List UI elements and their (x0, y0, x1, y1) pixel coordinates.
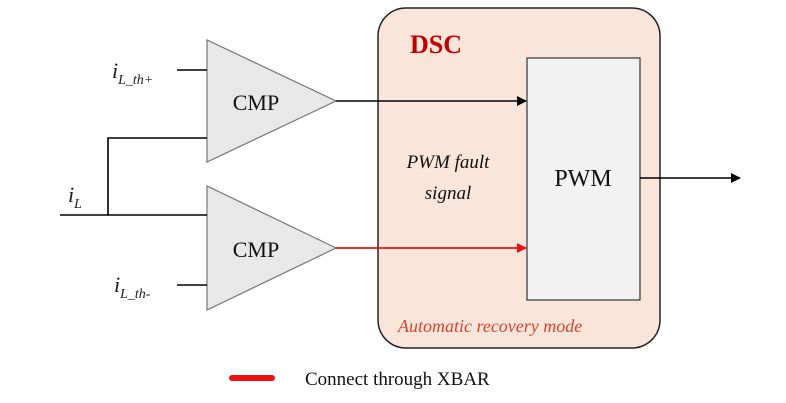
comparator-lower (206, 185, 338, 311)
upper-threshold-label: iL_th+ (112, 58, 153, 88)
pwm-fault-signal-line1: PWM fault (406, 152, 491, 173)
comparator-lower-label: CMP (233, 237, 279, 262)
automatic-recovery-mode-label: Automatic recovery mode (397, 316, 582, 336)
pwm-label: PWM (554, 166, 611, 192)
pwm-block (526, 57, 641, 301)
current-label: iL (68, 182, 82, 212)
comparator-upper-label: CMP (233, 90, 279, 115)
lower-threshold-label: iL_th- (114, 272, 151, 302)
pwm-fault-signal-line2: signal (425, 183, 471, 204)
current-feedback-wire (107, 137, 207, 216)
comparator-upper (206, 39, 338, 163)
legend-xbar-label: Connect through XBAR (305, 369, 490, 390)
dsc-title: DSC (410, 30, 462, 59)
